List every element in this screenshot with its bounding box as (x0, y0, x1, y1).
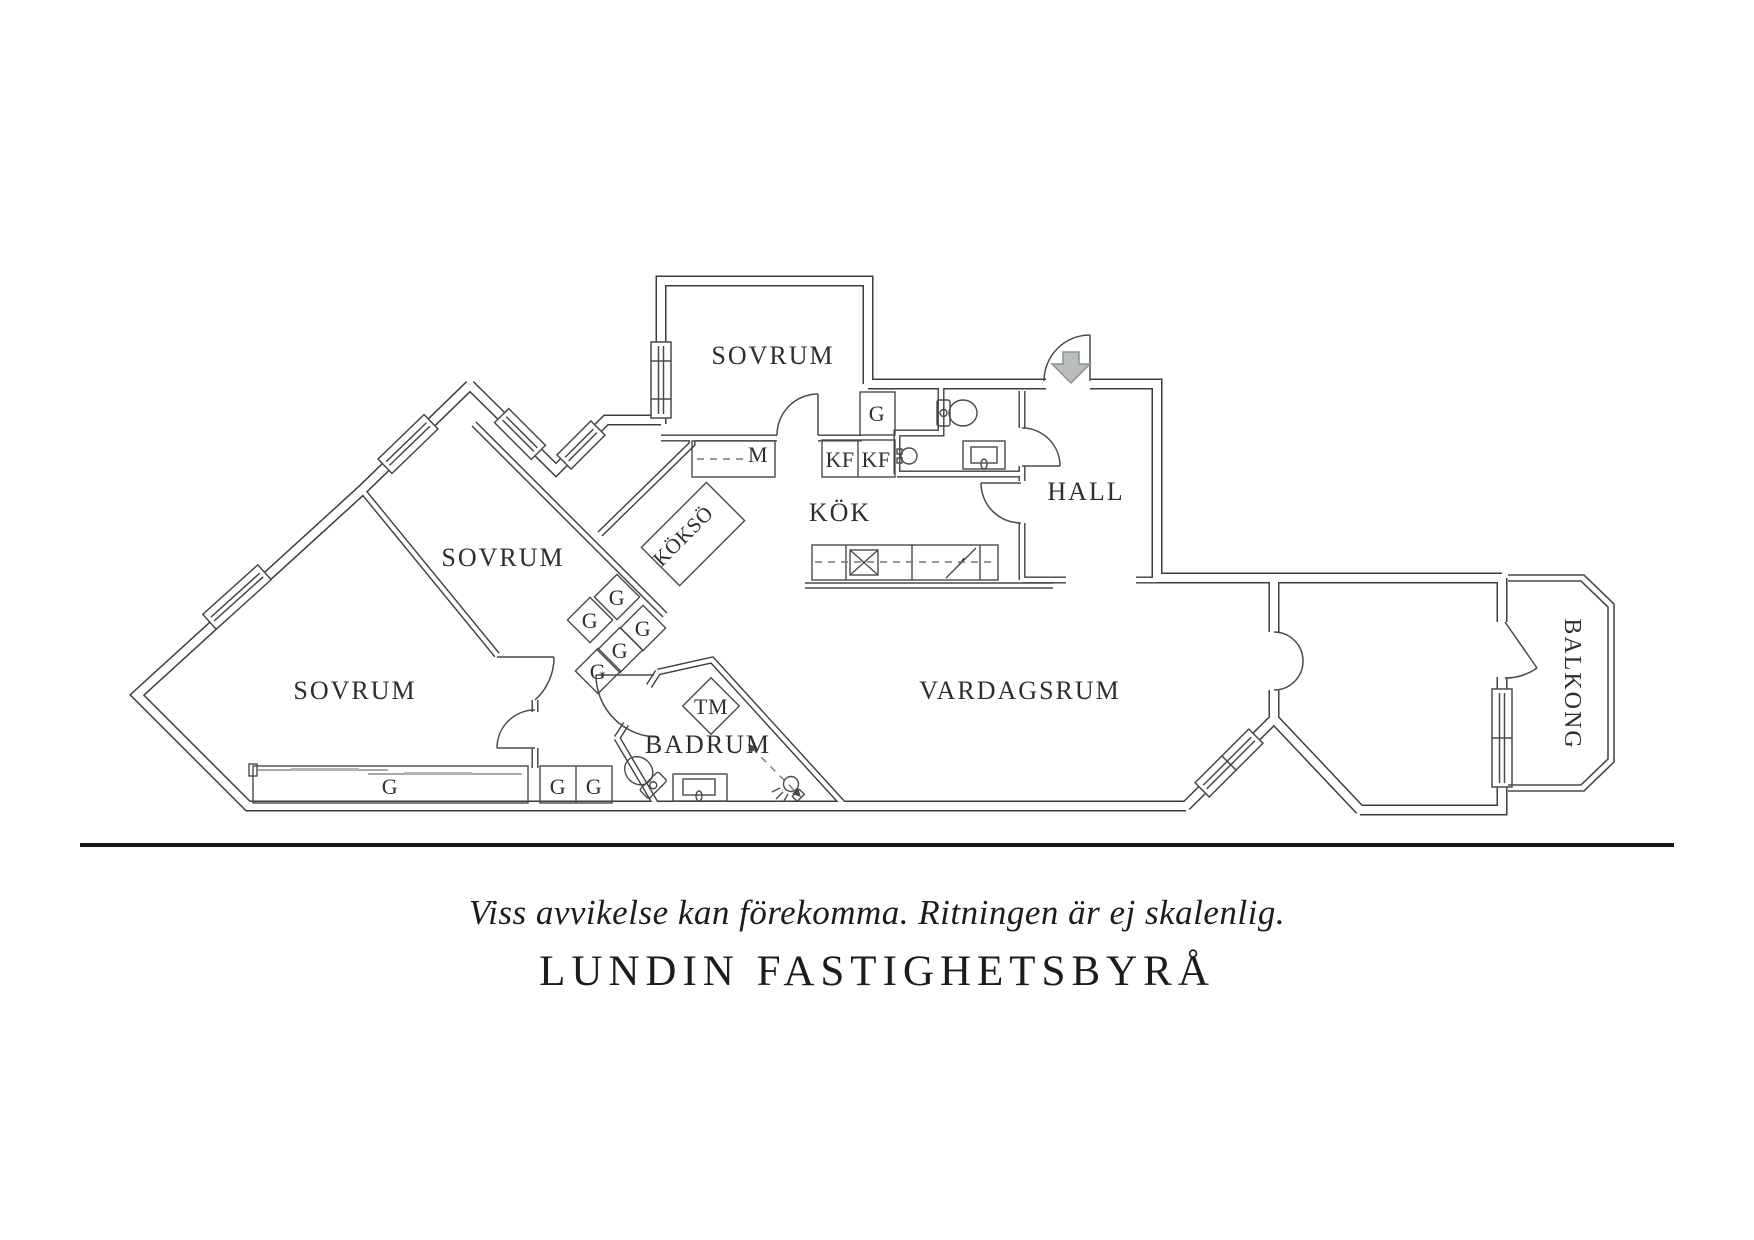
toilet-icon (624, 756, 667, 799)
room-label-bathroom: BADRUM (645, 730, 771, 759)
footer-agency: LUNDIN FASTIGHETSBYRÅ (539, 948, 1215, 995)
wardrobe-cluster (566, 573, 667, 695)
floor-plan-svg: SOVRUM SOVRUM SOVRUM KÖK HALL VARDAGSRUM… (129, 275, 1615, 816)
room-label-kitchen-island: KÖKSÖ (648, 501, 718, 571)
entrance-door (1043, 334, 1091, 382)
kitchen-counter (805, 544, 1053, 589)
entrance-arrow-icon (1050, 351, 1092, 385)
fridge-freezer-boxes (821, 439, 896, 478)
marker-wardrobe: G (582, 608, 598, 633)
marker-wardrobe: G (612, 638, 628, 663)
wardrobe-long (248, 763, 529, 804)
kitchen-hall-door (980, 482, 1022, 524)
walls-inner-core (360, 388, 1157, 808)
marker-freezer: KF (861, 447, 890, 472)
window-icon (201, 563, 273, 631)
marker-wardrobe: G (590, 659, 606, 684)
room-label-living-room: VARDAGSRUM (919, 676, 1121, 705)
marker-washing-machine: TM (694, 694, 728, 719)
balcony-outline (1508, 574, 1615, 792)
living-room-double-door (1273, 631, 1304, 691)
room-label-balcony: BALKONG (1559, 618, 1585, 749)
bedroom-left-door (496, 709, 536, 749)
room-label-bedroom-top: SOVRUM (711, 341, 834, 370)
marker-wardrobe: G (609, 585, 625, 610)
room-label-kitchen: KÖK (809, 498, 871, 527)
marker-wardrobe: G (382, 774, 398, 799)
room-label-bedroom-left: SOVRUM (293, 676, 416, 705)
window-icon (555, 419, 607, 471)
sink-icon (672, 773, 728, 802)
bathroom-door (595, 674, 659, 738)
cabinet-m (691, 440, 776, 478)
separator-line (80, 843, 1674, 847)
window-icon (1193, 727, 1265, 799)
marker-wardrobe: G (635, 616, 651, 641)
marker-cabinet-m: M (748, 442, 768, 467)
room-label-bedroom-mid: SOVRUM (441, 543, 564, 572)
bedroom-mid-door (497, 656, 555, 701)
window-icon (650, 341, 672, 419)
wardrobe-box (859, 391, 896, 436)
washing-machine-box (681, 676, 741, 736)
shower-icon (748, 744, 806, 803)
fixtures (248, 391, 1053, 804)
door-arcs (496, 334, 1538, 749)
marker-wardrobe: G (869, 401, 885, 426)
windows (201, 341, 1513, 799)
toilet-icon (936, 399, 978, 427)
window-icon (376, 413, 440, 475)
room-label-hall: HALL (1047, 477, 1124, 506)
sink-icon (962, 440, 1006, 470)
wc-door (1021, 427, 1061, 467)
kitchen-island (640, 481, 746, 587)
bedroom-top-door (776, 393, 819, 436)
footer-disclaimer: Viss avvikelse kan förekomma. Ritningen … (468, 893, 1286, 932)
balcony-door (1504, 621, 1538, 679)
basin-icon (896, 447, 918, 465)
marker-wardrobe: G (586, 774, 602, 799)
window-icon (1491, 688, 1513, 788)
marker-wardrobe: G (550, 774, 566, 799)
marker-fridge: KF (825, 447, 854, 472)
wardrobe-boxes (539, 765, 613, 804)
window-icon (493, 407, 547, 461)
